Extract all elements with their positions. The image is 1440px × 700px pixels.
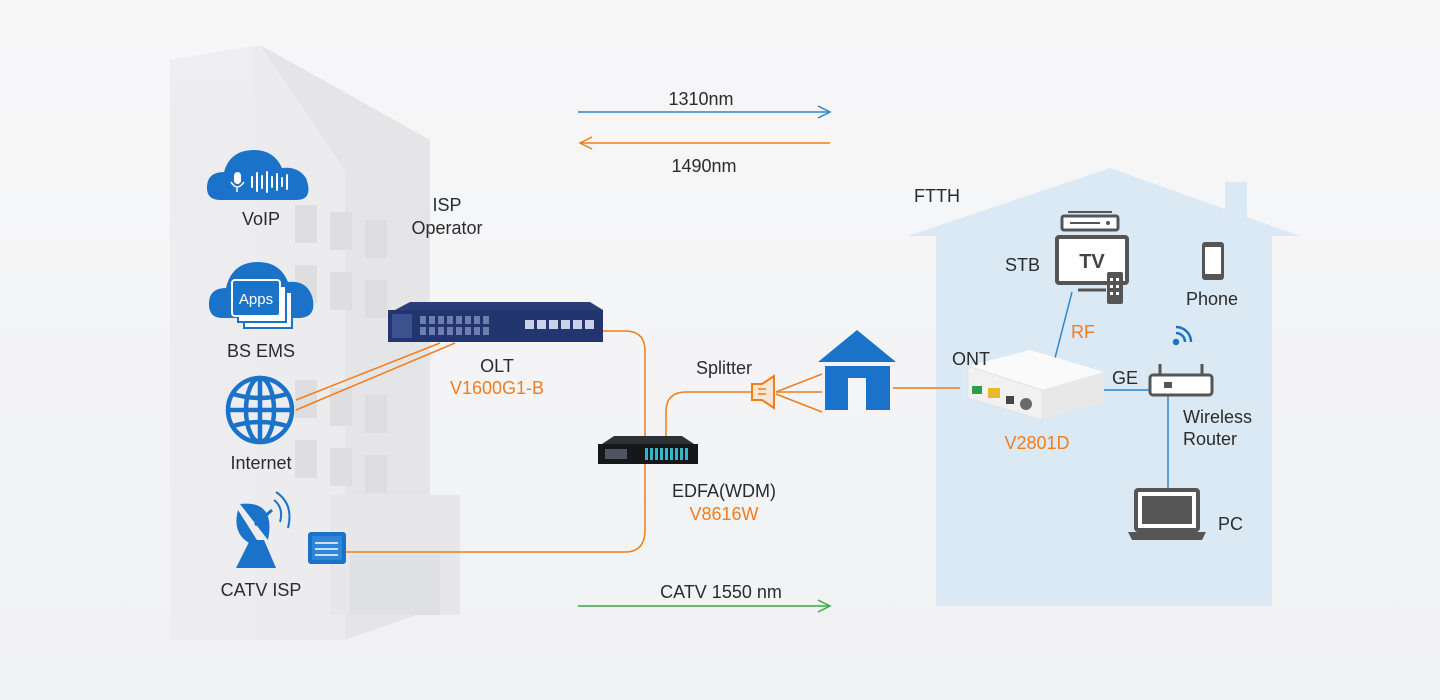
ge-label: GE <box>1112 368 1139 388</box>
home-links <box>1054 291 1169 490</box>
phone-icon <box>1202 242 1224 280</box>
wavelength-1310-label: 1310nm <box>668 89 734 109</box>
ont-label: ONT <box>952 349 990 369</box>
isp-label-line1: ISP <box>432 195 462 215</box>
fiber-links <box>295 330 960 553</box>
ont-device-icon <box>967 350 1104 421</box>
splitter-icon <box>751 374 775 410</box>
router-icon <box>1148 364 1214 397</box>
laptop-icon <box>1128 488 1206 540</box>
tv-icon-text: TV <box>1079 251 1105 273</box>
voip-cloud-icon <box>206 150 309 200</box>
pc-label: PC <box>1218 514 1244 534</box>
olt-model-label: V1600G1-B <box>449 378 545 398</box>
globe-icon <box>225 375 295 445</box>
bs-ems-label: BS EMS <box>226 341 296 361</box>
phone-label: Phone <box>1185 289 1239 309</box>
olt-device-icon <box>388 302 603 342</box>
wavelength-1490-arrow <box>578 136 830 150</box>
rf-label: RF <box>1071 322 1095 342</box>
voip-label: VoIP <box>241 209 281 229</box>
wifi-icon <box>1172 325 1193 346</box>
edfa-label: EDFA(WDM) <box>672 481 776 501</box>
router-label-line1: Wireless <box>1183 407 1253 427</box>
olt-label: OLT <box>480 356 514 376</box>
internet-label: Internet <box>230 453 292 473</box>
edfa-device-icon <box>598 436 698 464</box>
wavelength-1490-label: 1490nm <box>671 156 737 176</box>
stb-label: STB <box>1005 255 1041 275</box>
apps-icon-text: Apps <box>239 291 273 308</box>
edfa-model-label: V8616W <box>689 504 759 524</box>
ont-model-label: V2801D <box>1004 433 1070 453</box>
wavelength-1310-arrow <box>578 105 832 119</box>
wavelength-catv-label: CATV 1550 nm <box>660 582 782 602</box>
splitter-label: Splitter <box>695 358 753 378</box>
switch-icon <box>308 532 346 564</box>
ftth-label: FTTH <box>914 186 960 206</box>
home-icon <box>818 330 896 410</box>
catv-isp-label: CATV ISP <box>220 580 302 600</box>
router-label-line2: Router <box>1183 429 1238 449</box>
satellite-dish-icon <box>236 491 291 568</box>
wavelength-catv-arrow <box>578 599 832 613</box>
tv-icon: TV <box>1055 235 1129 304</box>
apps-cloud-icon: Apps <box>208 262 314 329</box>
isp-label-line2: Operator <box>411 218 483 238</box>
stb-icon <box>1060 211 1120 232</box>
